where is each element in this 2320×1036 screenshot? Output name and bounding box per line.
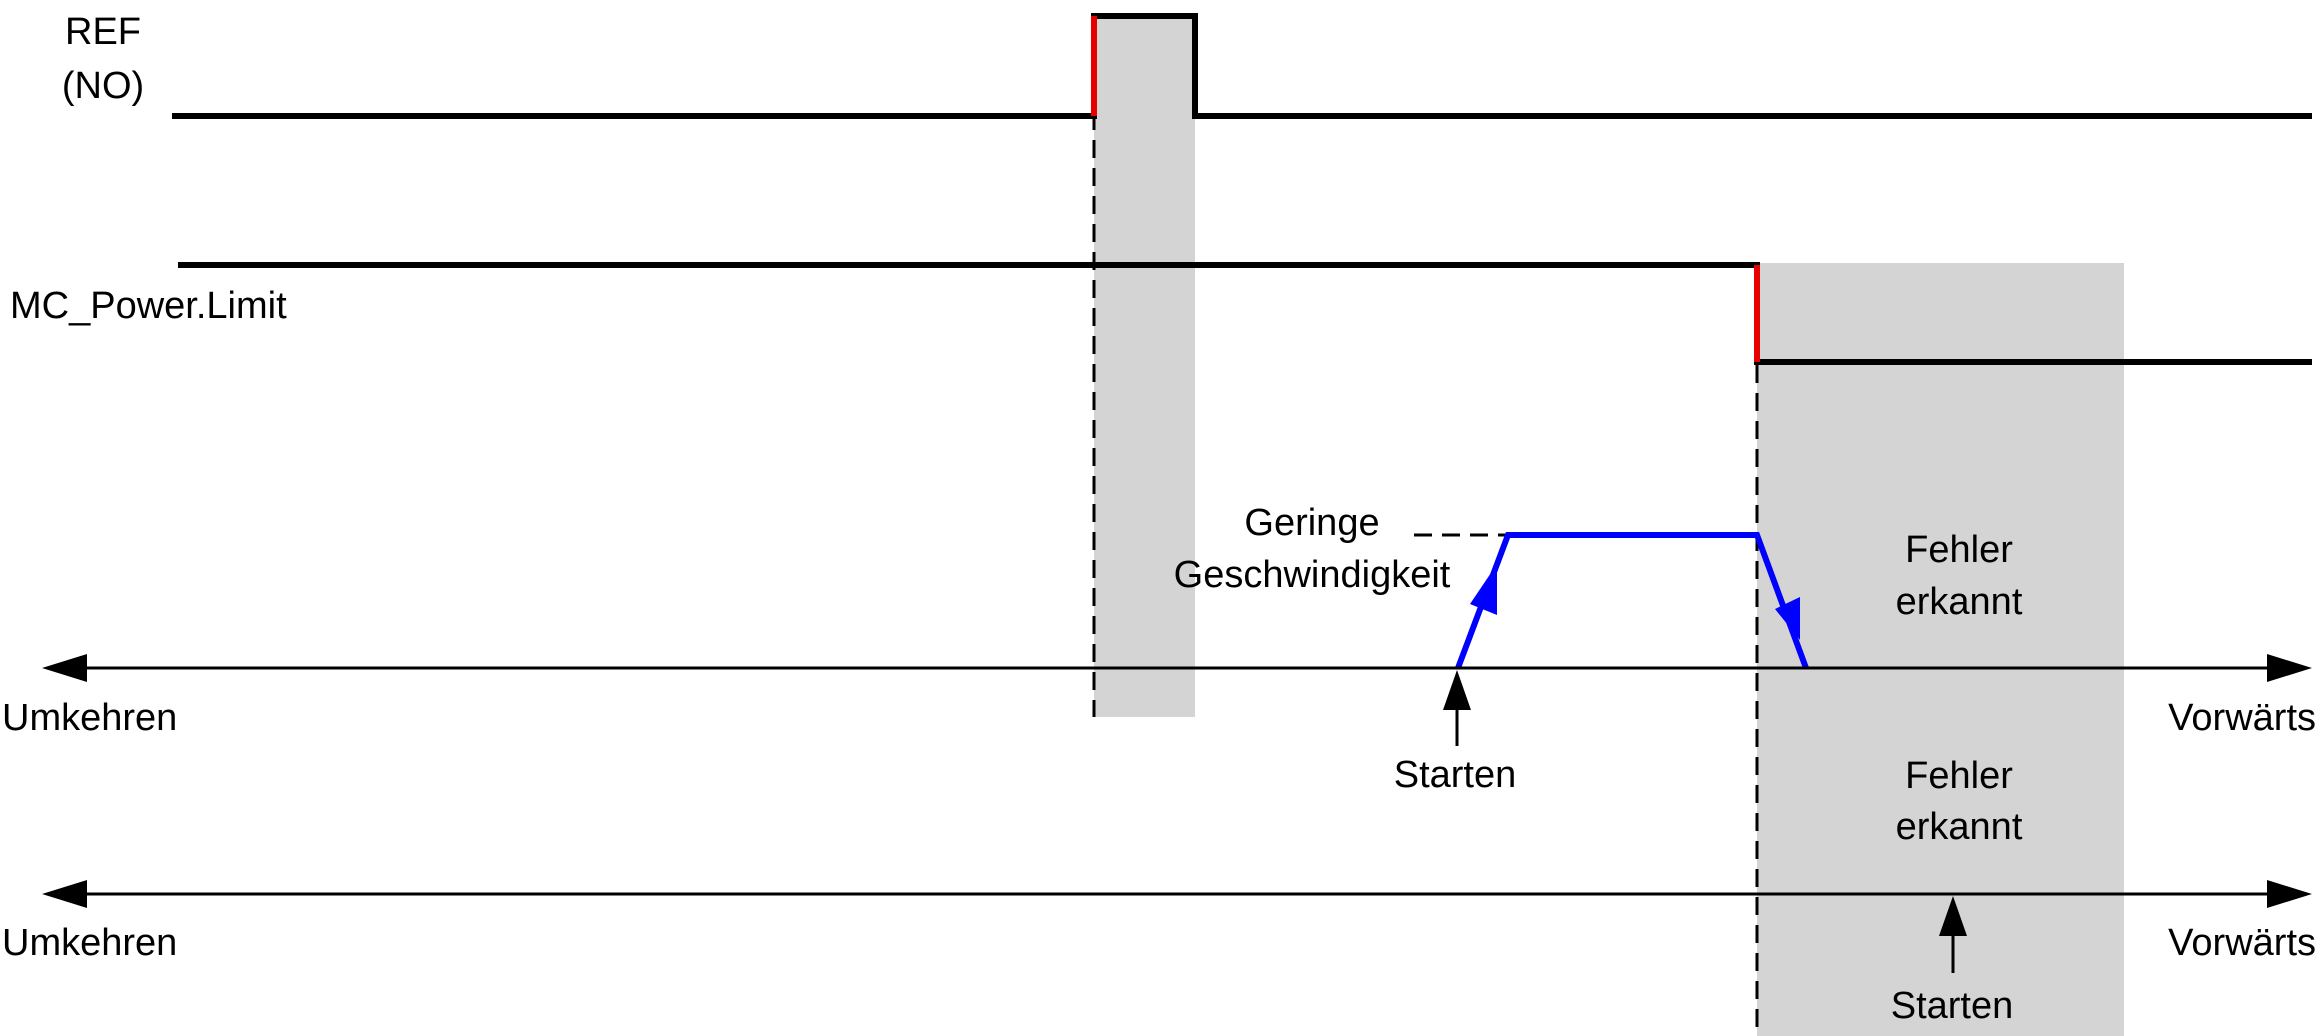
ref-signal xyxy=(172,13,2312,119)
lower-forward-label: Vorwärts xyxy=(2168,922,2316,964)
lower-axis-right-arrow-icon xyxy=(2267,880,2312,908)
ref-no-label: (NO) xyxy=(62,65,144,107)
lower-reverse-label: Umkehren xyxy=(2,922,177,964)
acceleration-arrow-icon xyxy=(1470,564,1497,615)
low-speed-label-line2: Geschwindigkeit xyxy=(1174,554,1451,596)
upper-axis-right-arrow-icon xyxy=(2267,654,2312,682)
upper-forward-label: Vorwärts xyxy=(2168,697,2316,739)
fault-region xyxy=(1757,263,2124,1036)
fault-upper-line1: Fehler xyxy=(1905,529,2013,571)
lower-start-label: Starten xyxy=(1891,985,2014,1027)
fault-upper-line2: erkannt xyxy=(1896,581,2023,623)
ref-active-region xyxy=(1094,14,1195,717)
ref-label: REF xyxy=(65,11,141,53)
fault-lower-line2: erkannt xyxy=(1896,806,2023,848)
fault-lower-line1: Fehler xyxy=(1905,755,2013,797)
upper-start-label: Starten xyxy=(1394,754,1517,796)
mc-power-limit-label: MC_Power.Limit xyxy=(10,285,287,327)
lower-axis-left-arrow-icon xyxy=(42,880,87,908)
low-speed-label-line1: Geringe xyxy=(1244,502,1379,544)
speed-profile xyxy=(1455,532,1809,670)
upper-axis-left-arrow-icon xyxy=(42,654,87,682)
upper-reverse-label: Umkehren xyxy=(2,697,177,739)
lower-start-arrow-icon xyxy=(1939,896,1967,936)
upper-start-arrow-icon xyxy=(1443,670,1471,710)
deceleration-arrow-icon xyxy=(1775,597,1800,640)
